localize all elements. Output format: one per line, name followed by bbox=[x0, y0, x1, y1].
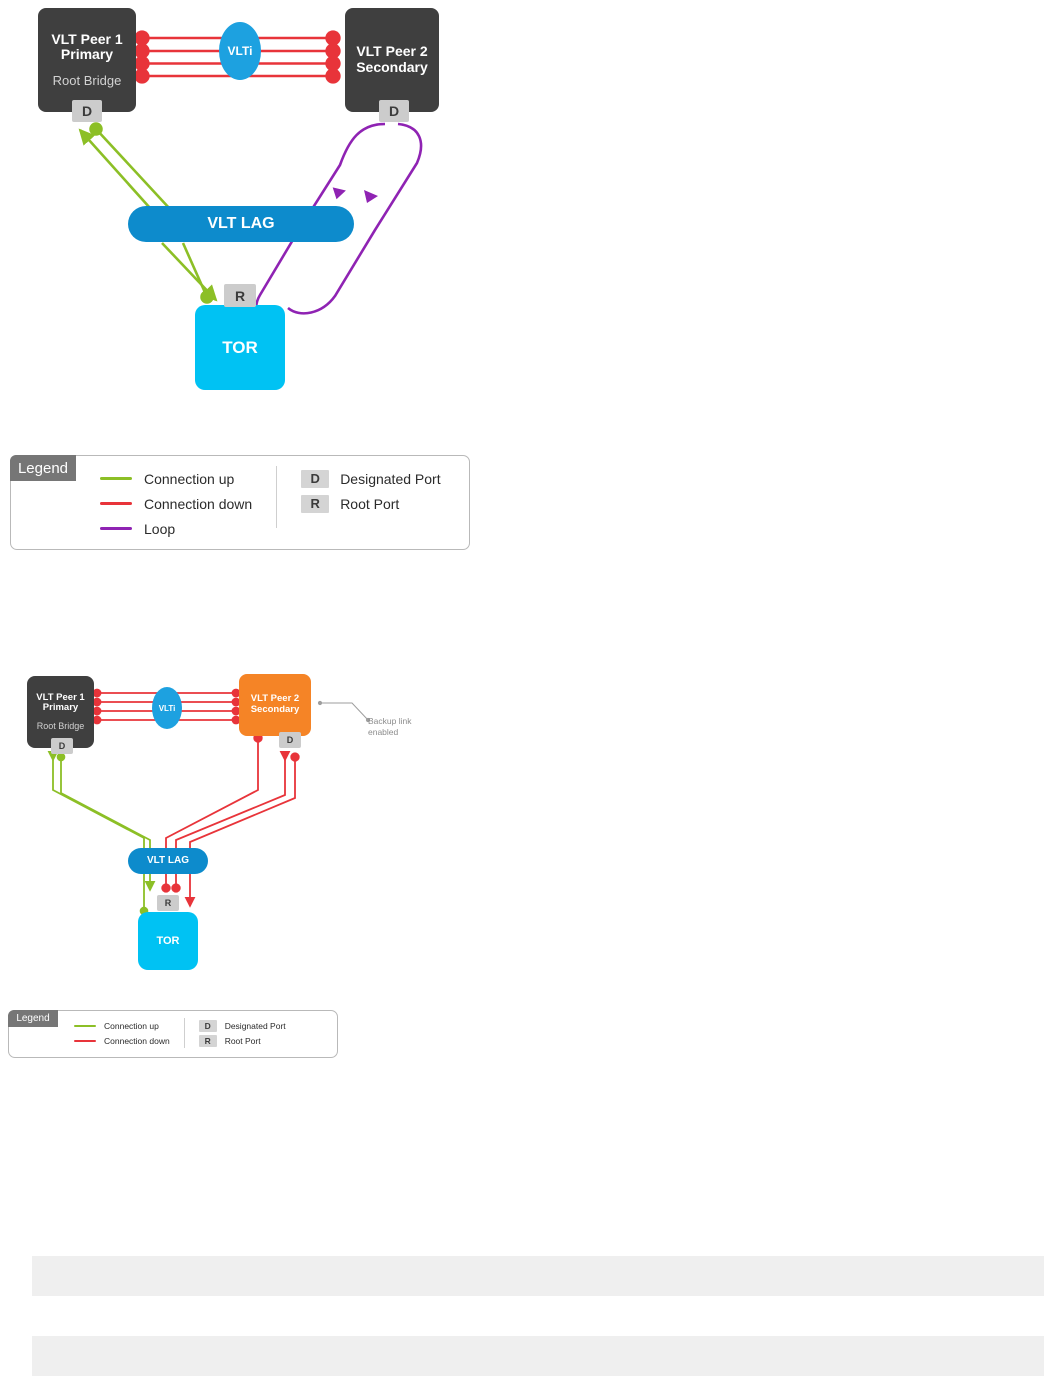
peer2-line2: Secondary bbox=[250, 704, 300, 715]
legend-item: Connection down bbox=[100, 491, 252, 516]
designated-port-badge: D bbox=[198, 1019, 217, 1032]
peer2-line1: VLT Peer 2 bbox=[356, 43, 428, 60]
legend-columns: Connection up Connection down D Designat… bbox=[74, 1018, 286, 1048]
legend-item-label: Root Port bbox=[224, 1035, 261, 1046]
peer1-line1: VLT Peer 1 bbox=[36, 691, 85, 703]
callout-line2: enabled bbox=[368, 726, 399, 737]
vlti-node: VLTi bbox=[152, 687, 182, 729]
legend-item: Loop bbox=[100, 516, 252, 541]
root-port-badge: R bbox=[198, 1034, 217, 1047]
content-placeholder-bar bbox=[32, 1336, 1044, 1376]
root-port-badge: R bbox=[301, 494, 330, 513]
legend-port-column: D Designated Port R Root Port bbox=[198, 1018, 286, 1048]
peer1-line1: VLT Peer 1 bbox=[51, 30, 123, 47]
node-vlt-peer-1: VLT Peer 1 Primary Root Bridge bbox=[27, 676, 94, 748]
node-vlt-peer-2: VLT Peer 2 Secondary bbox=[345, 8, 439, 112]
legend-line-column: Connection up Connection down bbox=[74, 1018, 170, 1048]
connection-up-group bbox=[47, 751, 156, 916]
legend-item-label: Loop bbox=[144, 520, 176, 537]
legend-item: D Designated Port bbox=[198, 1018, 286, 1033]
peer1-line2: Primary bbox=[60, 46, 114, 63]
vlt-stp-backup-link-diagram: VLT Peer 1 Primary Root Bridge VLT Peer … bbox=[0, 660, 460, 990]
connection-up-swatch bbox=[74, 1024, 96, 1027]
port-badge-root-tor: R bbox=[224, 284, 256, 307]
node-tor: TOR bbox=[138, 912, 198, 970]
connection-down-swatch bbox=[74, 1039, 96, 1042]
node-vlt-lag: VLT LAG bbox=[128, 848, 208, 874]
legend-backup-link-diagram: Legend Connection up Connection down D D… bbox=[8, 1010, 338, 1058]
connection-down-group bbox=[161, 733, 300, 908]
legend-item-label: Connection up bbox=[144, 470, 235, 487]
legend-item-label: Root Port bbox=[340, 495, 400, 512]
legend-title: Legend bbox=[10, 455, 76, 481]
node-tor: TOR bbox=[195, 305, 285, 390]
connection-up-group bbox=[78, 122, 218, 304]
legend-item: R Root Port bbox=[301, 491, 440, 516]
port-badge-designated-peer1: D bbox=[51, 738, 73, 754]
peer2-line2: Secondary bbox=[356, 59, 428, 75]
legend-title: Legend bbox=[8, 1010, 58, 1027]
port-badge-designated-peer1: D bbox=[72, 100, 102, 122]
legend-divider bbox=[276, 466, 278, 528]
peer2-line1: VLT Peer 2 bbox=[250, 693, 300, 705]
legend-columns: Connection up Connection down Loop D Des… bbox=[100, 466, 441, 541]
peer1-root-bridge-label: Root Bridge bbox=[36, 721, 85, 732]
legend-item: Connection down bbox=[74, 1033, 170, 1048]
vlti-node: VLTi bbox=[219, 22, 261, 80]
legend-divider bbox=[183, 1018, 185, 1048]
content-placeholder-bar bbox=[32, 1256, 1044, 1296]
designated-port-badge: D bbox=[301, 469, 330, 488]
legend-item: Connection up bbox=[100, 466, 252, 491]
legend-item-label: Connection down bbox=[104, 1035, 170, 1046]
vlt-stp-loop-diagram: VLT Peer 1 Primary Root Bridge VLT Peer … bbox=[0, 0, 520, 420]
node-vlt-peer-2: VLT Peer 2 Secondary bbox=[239, 674, 311, 736]
legend-item: D Designated Port bbox=[301, 466, 441, 491]
legend-item-label: Connection up bbox=[104, 1020, 159, 1031]
legend-item-label: Designated Port bbox=[340, 470, 441, 487]
loop-arrowheads bbox=[332, 187, 378, 203]
legend-loop-diagram: Legend Connection up Connection down Loo… bbox=[10, 455, 470, 550]
legend-item: R Root Port bbox=[198, 1033, 286, 1048]
legend-line-column: Connection up Connection down Loop bbox=[100, 466, 252, 541]
legend-item: Connection up bbox=[74, 1018, 170, 1033]
connection-up-swatch bbox=[100, 477, 132, 480]
legend-item-label: Connection down bbox=[144, 495, 253, 512]
peer1-line2: Primary bbox=[42, 702, 79, 714]
node-vlt-peer-1: VLT Peer 1 Primary Root Bridge bbox=[38, 8, 136, 112]
peer1-root-bridge-label: Root Bridge bbox=[52, 72, 122, 88]
legend-box bbox=[8, 1010, 338, 1058]
port-badge-root-tor: R bbox=[157, 895, 179, 911]
loop-swatch bbox=[100, 527, 132, 530]
port-badge-designated-peer2: D bbox=[279, 732, 301, 748]
legend-item-label: Designated Port bbox=[224, 1020, 286, 1031]
node-vlt-lag: VLT LAG bbox=[128, 206, 354, 242]
backup-link-callout: Backup link enabled bbox=[368, 716, 438, 737]
legend-port-column: D Designated Port R Root Port bbox=[301, 466, 441, 541]
port-badge-designated-peer2: D bbox=[379, 100, 409, 122]
backup-link-callout-leader bbox=[317, 700, 371, 723]
legend-box bbox=[10, 455, 470, 550]
callout-line1: Backup link bbox=[368, 716, 412, 726]
connection-down-swatch bbox=[100, 502, 132, 505]
